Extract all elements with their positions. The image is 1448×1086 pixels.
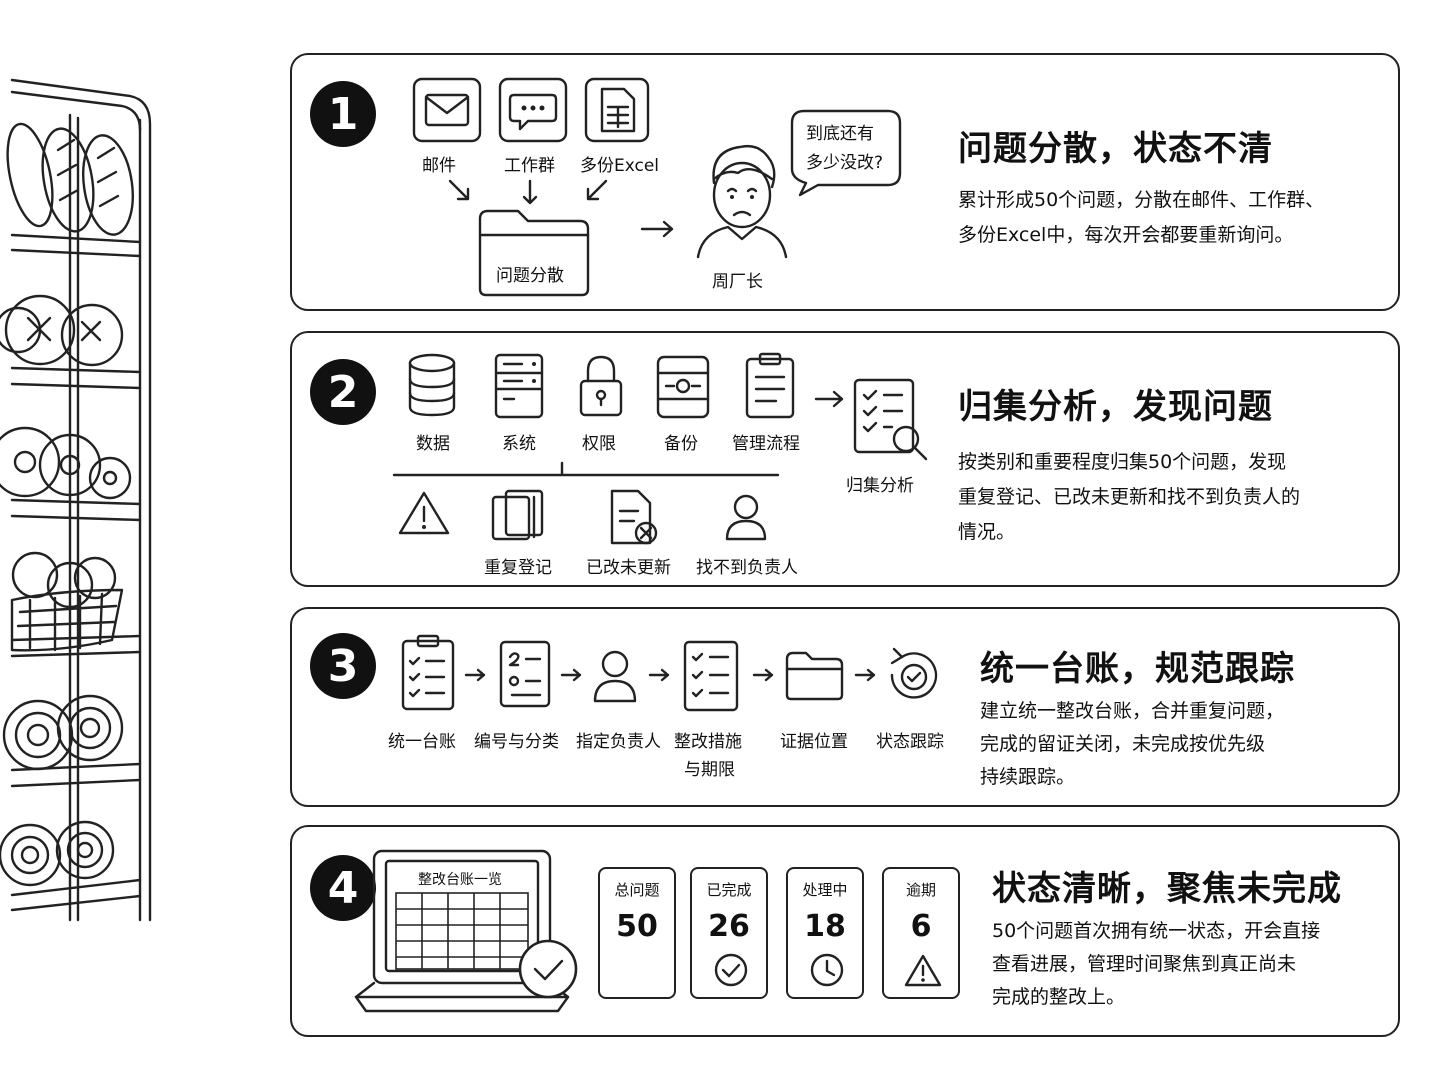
source-label-excel: 多份Excel — [580, 156, 660, 176]
arrow-right-icon — [464, 668, 486, 682]
screen-title: 整改台账一览 — [418, 872, 502, 888]
person-icon — [593, 650, 637, 703]
step-label-owner: 指定负责人 — [576, 732, 661, 752]
folder-icon — [785, 651, 844, 701]
folder-icon — [478, 209, 590, 297]
warning-icon — [904, 954, 942, 987]
checklist-icon — [683, 640, 739, 712]
laptop-ledger-icon — [354, 849, 578, 1013]
panel-2-desc-line-1: 按类别和重要程度归集50个问题，发现 — [958, 451, 1287, 473]
panel-1-desc-line-1: 累计形成50个问题，分散在邮件、工作群、 — [958, 189, 1325, 211]
stat-label-done: 已完成 — [706, 881, 752, 899]
step-label-evidence: 证据位置 — [780, 732, 848, 752]
numbered-list-icon — [499, 640, 551, 708]
panel-4-desc-line-3: 完成的整改上。 — [992, 986, 1126, 1008]
step-number-3: 3 — [310, 633, 376, 699]
checklist-search-icon — [853, 378, 928, 461]
step-label-measures: 整改措施 — [674, 732, 742, 752]
bakery-shelf-illustration — [0, 78, 152, 922]
issue-label-not-updated: 已改未更新 — [586, 558, 671, 578]
panel-3-desc-line-1: 建立统一整改台账，合并重复问题， — [980, 700, 1285, 722]
panel-1-desc-line-2: 多份Excel中，每次开会都要重新询问。 — [958, 224, 1294, 246]
category-label-backup: 备份 — [664, 434, 698, 454]
stat-card-total: 总问题 50 — [598, 867, 676, 999]
stat-card-done: 已完成 26 — [690, 867, 768, 999]
panel-3-desc-line-2: 完成的留证关闭，未完成按优先级 — [980, 733, 1266, 755]
worried-person-icon — [696, 144, 788, 259]
step-label-measures-line-2: 与期限 — [684, 760, 735, 780]
source-label-chat: 工作群 — [504, 156, 555, 176]
arrow-right-icon — [854, 668, 876, 682]
panel-3-desc-line-3: 持续跟踪。 — [980, 766, 1076, 788]
panel-4-desc-line-2: 查看进展，管理时间聚焦到真正尚未 — [992, 953, 1297, 975]
panel-2-description: 按类别和重要程度归集50个问题，发现 重复登记、已改未更新和找不到负责人的 情况… — [958, 445, 1300, 550]
file-error-icon — [610, 489, 658, 545]
panel-3-description: 建立统一整改台账，合并重复问题， 完成的留证关闭，未完成按优先级 持续跟踪。 — [980, 695, 1284, 794]
backup-icon — [656, 355, 710, 419]
speech-line-2: 多少没改? — [806, 153, 884, 173]
stat-label-in-progress: 处理中 — [802, 881, 848, 899]
stat-card-overdue: 逾期 6 — [882, 867, 960, 999]
panel-4-desc-line-1: 50个问题首次拥有统一状态，开会直接 — [992, 920, 1321, 942]
stat-value-overdue: 6 — [910, 909, 932, 944]
arrow-right-icon — [640, 220, 674, 238]
chat-group-icon — [498, 77, 568, 143]
category-label-process: 管理流程 — [732, 434, 800, 454]
step-label-status: 状态跟踪 — [876, 732, 944, 752]
stat-value-done: 26 — [708, 909, 750, 944]
panel-2: 2 数据 系统 权限 备份 管理流程 — [290, 331, 1400, 587]
panel-1: 1 邮件 工作群 多份Excel 问题分散 周厂长 — [290, 53, 1400, 311]
arrow-right-icon — [648, 668, 670, 682]
warning-icon — [398, 491, 450, 535]
panel-3: 3 统一台账 编号与分类 指定负责人 整改措施 与期限 证据位置 — [290, 607, 1400, 807]
analysis-label: 归集分析 — [846, 476, 914, 496]
panel-2-desc-line-2: 重复登记、已改未更新和找不到负责人的 — [958, 486, 1301, 508]
panel-4-title: 状态清晰，聚焦未完成 — [992, 869, 1342, 909]
speech-bubble — [790, 109, 902, 197]
person-label: 周厂长 — [712, 272, 763, 292]
category-label-data: 数据 — [416, 434, 450, 454]
ledger-clipboard-icon — [401, 634, 455, 711]
folder-label: 问题分散 — [496, 266, 564, 286]
stat-label-overdue: 逾期 — [905, 881, 936, 899]
panel-4: 4 整改台账一览 总问题 50 已完成 26 处理中 18 逾期 — [290, 825, 1400, 1037]
speech-line-1: 到底还有 — [806, 124, 874, 144]
mail-icon — [412, 77, 482, 143]
clock-icon — [810, 953, 844, 987]
issue-label-duplicate: 重复登记 — [484, 558, 552, 578]
panel-3-title: 统一台账，规范跟踪 — [980, 649, 1295, 689]
arrow-right-icon — [814, 390, 844, 408]
excel-file-icon — [584, 77, 650, 143]
category-label-system: 系统 — [502, 434, 536, 454]
step-number-1: 1 — [310, 81, 376, 147]
category-label-permission: 权限 — [582, 434, 616, 454]
database-icon — [408, 353, 456, 417]
stat-card-in-progress: 处理中 18 — [786, 867, 864, 999]
status-cycle-icon — [890, 647, 938, 699]
source-label-mail: 邮件 — [422, 156, 456, 176]
step-label-numbering: 编号与分类 — [474, 732, 559, 752]
issue-label-no-owner: 找不到负责人 — [696, 558, 798, 578]
person-icon — [725, 494, 767, 541]
step-label-ledger: 统一台账 — [388, 732, 456, 752]
stat-label-total: 总问题 — [614, 881, 660, 899]
panel-2-desc-line-3: 情况。 — [958, 521, 1016, 543]
step-number-4: 4 — [310, 855, 376, 921]
panel-1-title: 问题分散，状态不清 — [958, 129, 1273, 169]
panel-2-title: 归集分析，发现问题 — [958, 387, 1273, 427]
server-icon — [494, 353, 544, 419]
panel-4-description: 50个问题首次拥有统一状态，开会直接 查看进展，管理时间聚焦到真正尚未 完成的整… — [992, 915, 1320, 1014]
divider-line — [392, 461, 780, 477]
converging-arrows — [448, 179, 608, 205]
arrow-right-icon — [752, 668, 774, 682]
duplicate-icon — [491, 489, 544, 541]
clipboard-icon — [745, 352, 795, 419]
stat-value-total: 50 — [616, 909, 658, 944]
stat-value-in-progress: 18 — [804, 909, 846, 944]
panel-1-description: 累计形成50个问题，分散在邮件、工作群、 多份Excel中，每次开会都要重新询问… — [958, 183, 1324, 253]
arrow-right-icon — [560, 668, 582, 682]
check-icon — [714, 953, 748, 987]
step-number-2: 2 — [310, 359, 376, 425]
lock-icon — [579, 355, 623, 417]
